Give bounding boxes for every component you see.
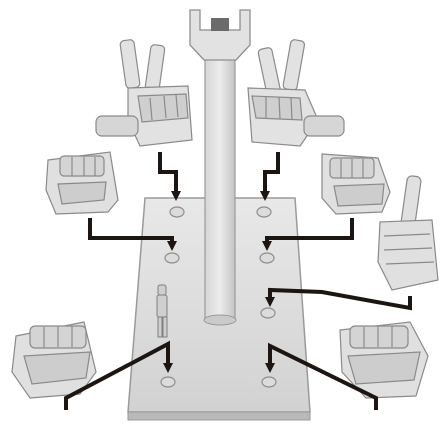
arrow-peace-right (265, 152, 278, 196)
peace-sign-hand-right (248, 39, 344, 146)
fist-upper-left (46, 152, 118, 214)
arrow-peace-left (160, 152, 176, 196)
peace-sign-hand-left (96, 39, 192, 146)
fist-upper-right (322, 154, 390, 214)
mini-figure (157, 285, 167, 337)
